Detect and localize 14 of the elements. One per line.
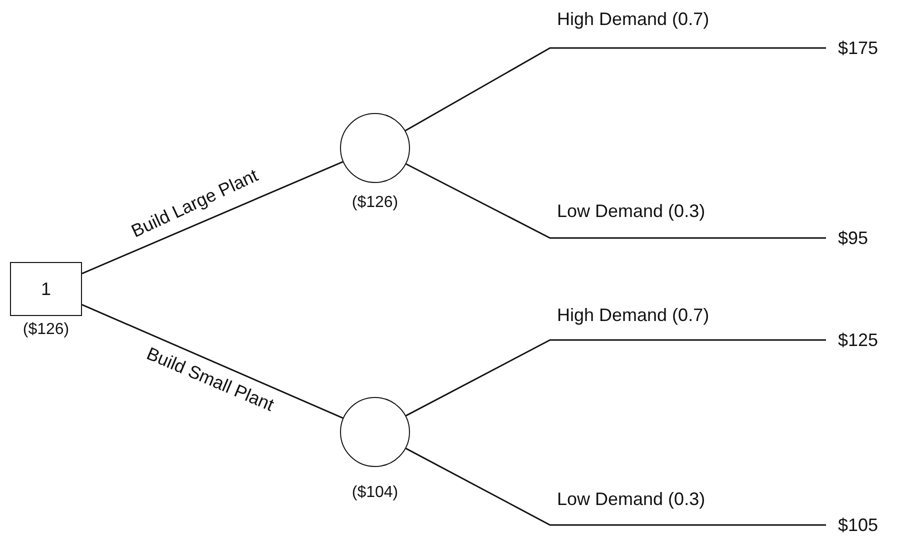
expected-value-label: ($126) [352, 194, 398, 212]
branch-line [406, 163, 826, 239]
payoff-value: $175 [837, 38, 878, 58]
decision-box: 1 [10, 262, 82, 316]
payoff-value: $105 [837, 514, 878, 536]
payoff-value: $95 [837, 228, 868, 248]
branch-line [406, 448, 826, 526]
expected-value-label: ($104) [352, 484, 398, 502]
branch-line [406, 339, 826, 416]
branch-line [405, 47, 826, 132]
branch-line [82, 304, 344, 419]
branch-line [82, 161, 344, 274]
payoff-value: $125 [837, 330, 878, 350]
expected-value-label: ($126) [22, 321, 70, 339]
